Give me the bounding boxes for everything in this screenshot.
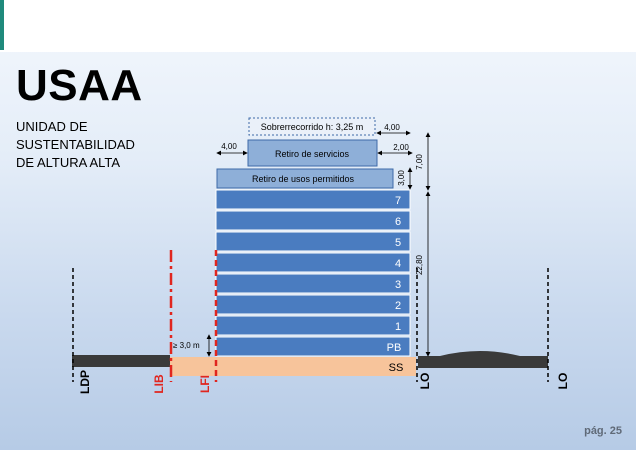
slide-title: USAA: [16, 61, 143, 110]
floor-6-label: 6: [395, 216, 401, 228]
dim-left-setback-label: 4,00: [221, 142, 237, 151]
floors-stack: 7 6 5 4 3 2 1 PB: [215, 189, 411, 357]
floor-1-label: 1: [395, 321, 401, 333]
floor-5-label: 5: [395, 237, 401, 249]
floor-3: [215, 273, 411, 294]
floor-4-label: 4: [395, 258, 401, 270]
lo-label: LO: [418, 373, 432, 390]
dim-overrun-setback-label: 4,00: [384, 123, 400, 132]
dim-main-height-label: 22,80: [415, 254, 424, 275]
lib-label: LIB: [152, 374, 166, 394]
accent-bar: [0, 0, 4, 50]
ground-left: [72, 355, 170, 367]
basement-label: SS: [389, 362, 404, 374]
subtitle-line-3: DE ALTURA ALTA: [16, 155, 121, 170]
setback-services-label: Retiro de servicios: [275, 149, 350, 159]
ldp-label: LDP: [78, 370, 92, 394]
overrun-label: Sobrerrecorrido h: 3,25 m: [261, 122, 364, 132]
floor-7: [215, 189, 411, 210]
dim-ground-clearance-label: ≥ 3,0 m: [173, 341, 200, 350]
setback-uses-label: Retiro de usos permitidos: [252, 174, 355, 184]
street-right: [418, 351, 548, 368]
floor-4: [215, 252, 411, 273]
subtitle-line-2: SUSTENTABILIDAD: [16, 137, 135, 152]
basement-slab: [170, 357, 416, 376]
floor-5: [215, 231, 411, 252]
floor-3-label: 3: [395, 279, 401, 291]
floor-6: [215, 210, 411, 231]
floor-pb-label: PB: [387, 342, 402, 354]
lo-right-label: LO: [556, 373, 570, 390]
setback-uses: [216, 168, 394, 189]
floor-2: [215, 294, 411, 315]
overrun-box: [248, 117, 376, 136]
floor-pb: [215, 336, 411, 357]
dim-top-height-label: 7,00: [415, 154, 424, 170]
lfi-label: LFI: [198, 375, 212, 393]
floor-2-label: 2: [395, 300, 401, 312]
header-band: [0, 0, 636, 52]
setback-services: [247, 139, 378, 167]
floor-7-label: 7: [395, 195, 401, 207]
page-number: pág. 25: [584, 425, 622, 437]
floor-1: [215, 315, 411, 336]
dim-setback-height-label: 3,00: [397, 170, 406, 186]
subtitle-line-1: UNIDAD DE: [16, 119, 88, 134]
dim-services-setback-label: 2,00: [393, 143, 409, 152]
